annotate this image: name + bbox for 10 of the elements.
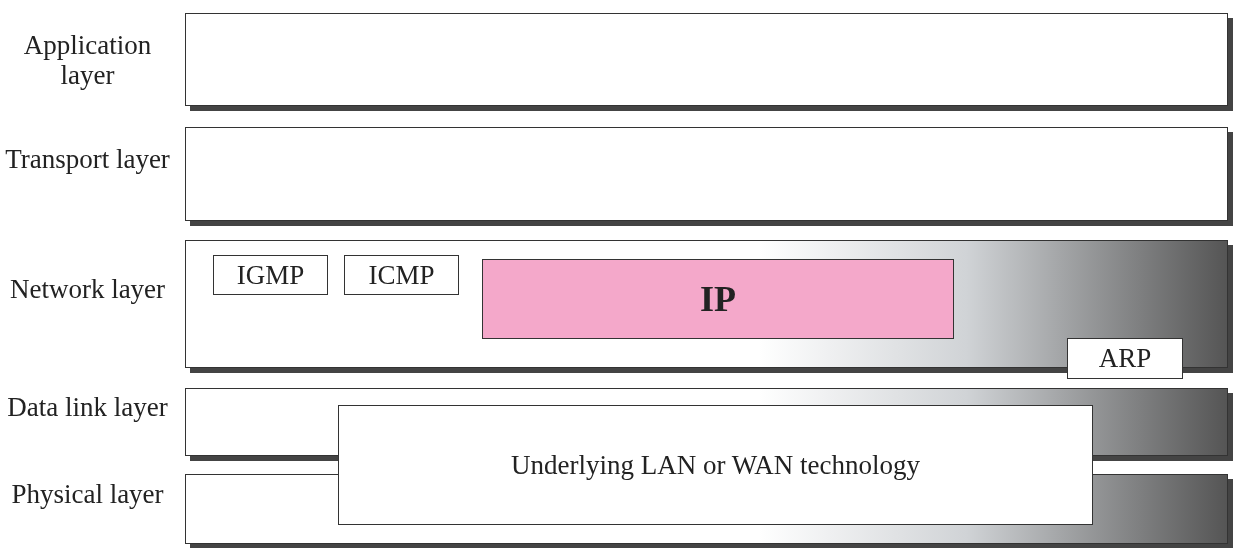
protocol-box: ARP [1067,338,1183,379]
protocol-box: IGMP [213,255,328,295]
layer-label: Application layer [22,29,153,90]
layer-label: Data link layer [6,392,169,422]
layer-label: Network layer [8,274,167,304]
technology-box: Underlying LAN or WAN technology [338,405,1093,525]
layer-label: Physical layer [10,479,165,509]
protocol-box: ICMP [344,255,459,295]
layer-label: Transport layer [4,144,171,174]
protocol-box: IP [482,259,954,339]
